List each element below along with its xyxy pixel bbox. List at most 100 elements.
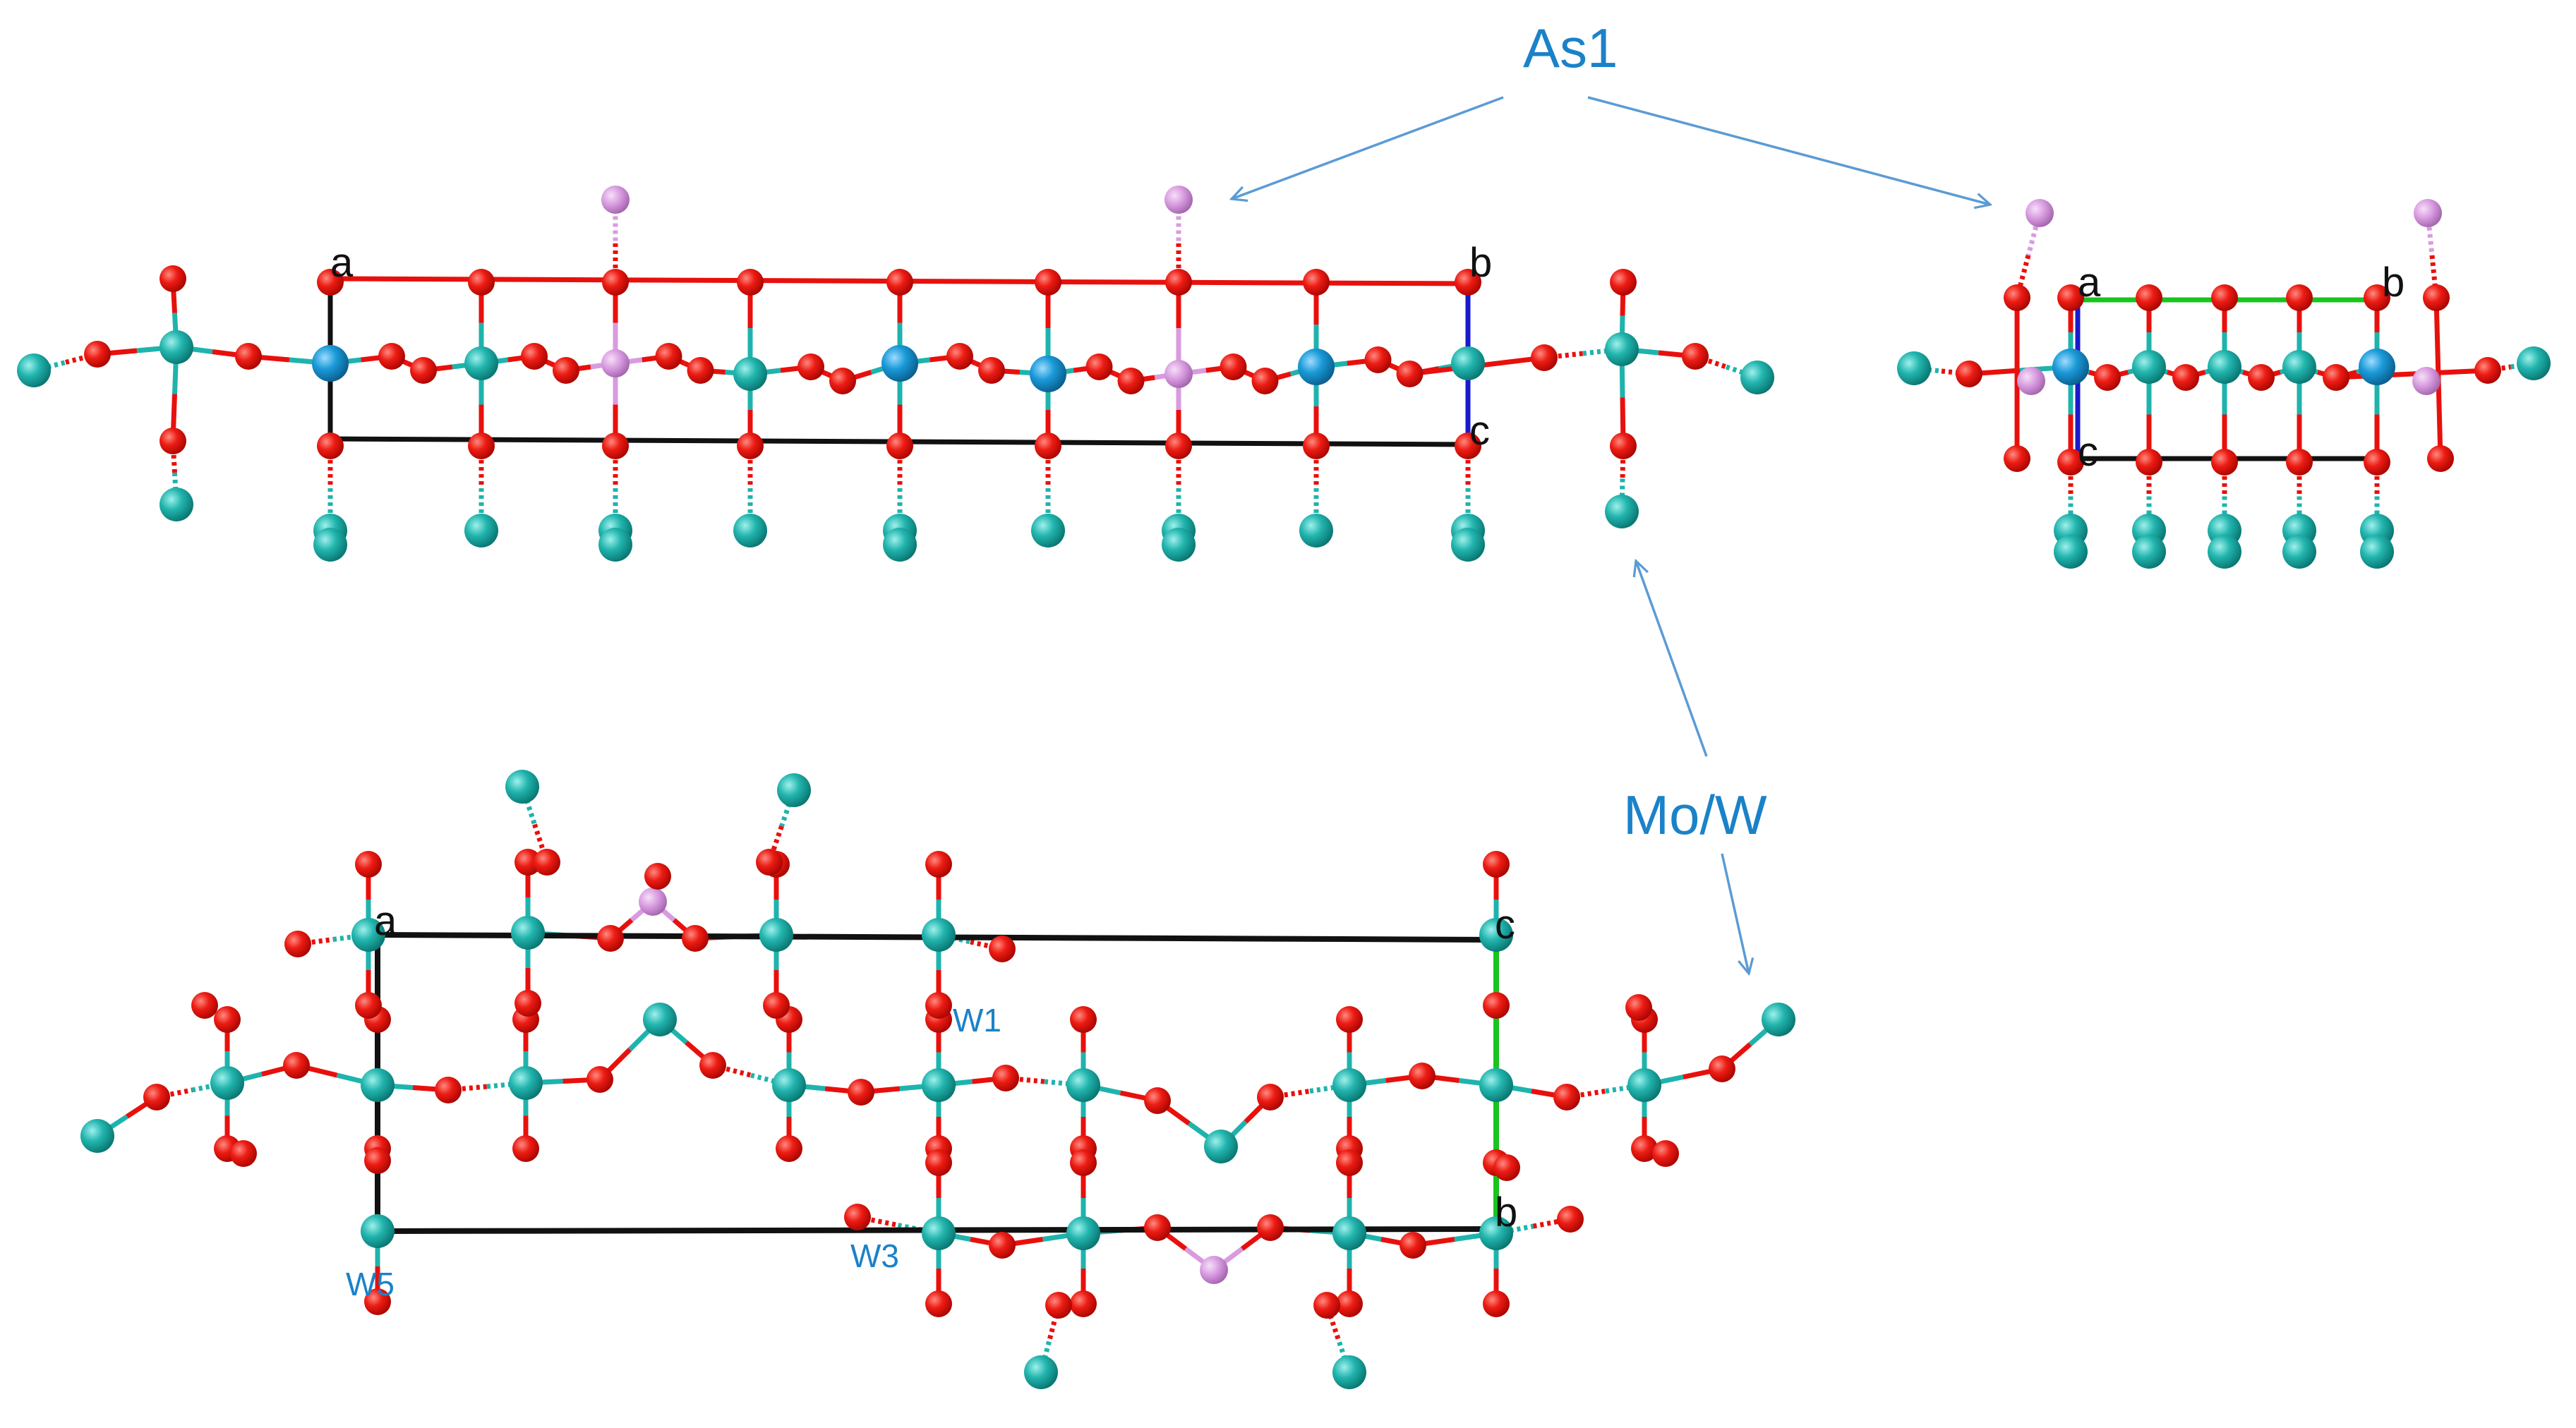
oxygen-atom [435,1077,462,1103]
oxygen-atom [989,1232,1016,1259]
oxygen-atom [1531,344,1558,371]
oxygen-atom [848,1079,874,1106]
oxygen-atom [235,343,262,370]
oxygen-atom [2057,449,2084,476]
arsenic-atom [601,349,630,377]
oxygen-atom [143,1084,170,1111]
oxygen-atom [586,1066,613,1093]
bond [779,789,797,828]
oxygen-atom [2286,284,2313,311]
oxygen-atom [682,925,709,952]
oxygen-atom [597,925,624,952]
arsenic-atom [639,888,667,916]
metal-atom [922,1216,956,1250]
metal-atom [464,514,498,547]
oxygen-atom [2004,284,2030,311]
oxygen-atom [1625,994,1652,1021]
oxygen-atom [655,343,682,370]
oxygen-atom [355,851,382,878]
metal-atom [1897,351,1931,385]
bond [65,351,98,365]
bond [156,1087,193,1100]
oxygen-atom [1610,432,1637,459]
oxygen-atom [2004,445,2030,472]
metal-atom [1740,361,1774,394]
metal-atom [2208,535,2241,569]
oxygen-atom [1493,1154,1520,1181]
oxygen-atom [1483,851,1510,878]
oxygen-atom [925,1149,952,1176]
oxygen-atom [1400,1232,1426,1259]
tr-axis-c-label: c [2078,429,2098,475]
oxygen-atom [2423,284,2450,311]
tl-axis-c-label: c [1469,408,1490,454]
metal-atom [2282,535,2316,569]
tr-axis-a-label: a [2078,260,2101,305]
arsenic-atom [2414,199,2442,227]
oxygen-atom [946,343,973,370]
bond [1694,353,1728,370]
oxygen-atom [2057,284,2084,311]
site-label-w3: W3 [850,1238,899,1274]
oxygen-atom [364,1288,391,1315]
metal-atom [1451,346,1485,380]
metal-atom [733,357,767,391]
oxygen-atom [1610,269,1637,296]
oxygen-atom [925,851,952,878]
metal-atom [361,1068,395,1102]
metal-atom [598,528,632,562]
metal-atom [1298,349,1335,385]
metal-atom [2517,346,2551,380]
oxygen-atom [699,1052,726,1079]
metal-atom [922,1068,956,1102]
oxygen-atom [1045,1292,1072,1319]
oxygen-atom [1165,269,1192,296]
oxygen-atom [602,432,629,459]
oxygen-atom [989,936,1016,962]
oxygen-atom [534,849,560,876]
oxygen-atom [1682,343,1709,370]
bond [2436,377,2443,459]
oxygen-atom [160,428,186,454]
metal-atom [883,528,917,562]
oxygen-atom [763,992,790,1019]
oxygen-atom [1336,1290,1363,1317]
oxygen-atom [1455,269,1481,296]
arsenic-atom [1164,360,1193,388]
metal-atom [1066,1216,1100,1250]
metal-atom [2132,535,2166,569]
metal-atom [80,1119,114,1153]
metal-atom [1162,528,1196,562]
arsenic-atom [601,186,630,214]
metal-atom [2282,350,2316,384]
oxygen-atom [644,863,671,890]
oxygen-atom [230,1140,257,1167]
oxygen-atom [1303,432,1330,459]
bond [2433,297,2441,379]
metal-atom [464,346,498,380]
metal-atom [312,345,349,382]
oxygen-atom [84,341,111,368]
bond [1913,365,1942,374]
bond [297,937,334,947]
metal-atom [1479,1216,1513,1250]
oxygen-atom [1251,368,1279,394]
oxygen-atom [1364,346,1392,373]
oxygen-atom [1557,1206,1584,1233]
oxygen-atom [1257,1214,1284,1241]
metal-atom [17,353,51,387]
oxygen-atom [1336,1006,1363,1033]
bt-axis-c-label: c [1495,902,1515,948]
metal-atom [2208,350,2241,384]
oxygen-atom [776,1135,802,1162]
site-label-w1: W1 [953,1002,1001,1039]
metal-atom [2360,535,2394,569]
oxygen-atom [191,992,218,1019]
oxygen-atom [1035,432,1061,459]
oxygen-atom [468,432,495,459]
bond [170,440,177,473]
oxygen-atom [1070,1149,1097,1176]
oxygen-atom [514,990,541,1017]
oxygen-atom [1336,1149,1363,1176]
mo-w-arrow-down [1721,853,1749,974]
